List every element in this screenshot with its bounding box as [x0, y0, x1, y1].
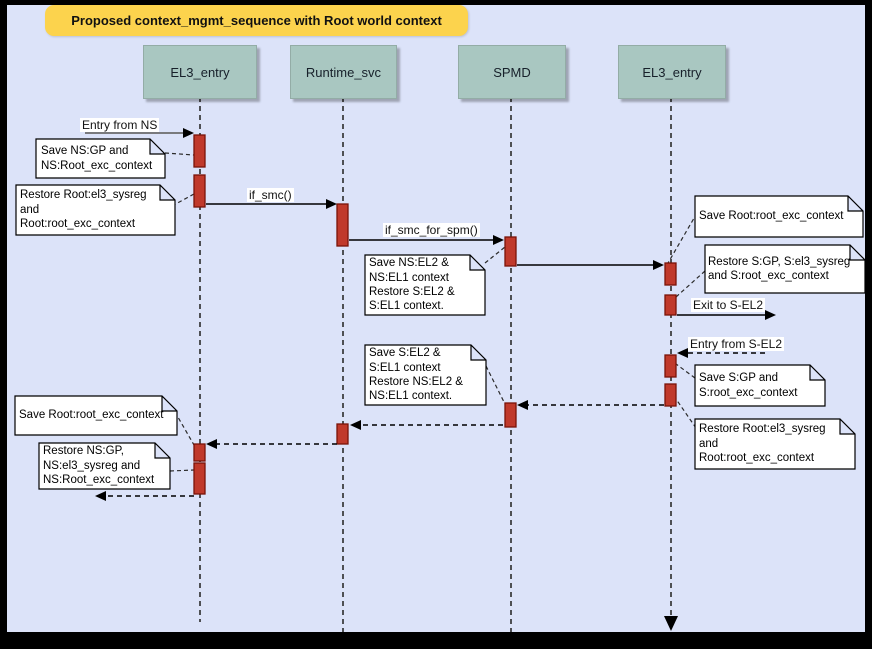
note-restore-ns-gp: Restore NS:GP, NS:el3_sysreg and NS:Root… — [43, 445, 155, 487]
actor-label: SPMD — [493, 64, 531, 80]
diagram-canvas — [7, 5, 865, 632]
note-restore-s-gp: Restore S:GP, S:el3_sysreg and S:root_ex… — [708, 255, 851, 282]
note-shape — [38, 442, 171, 490]
activation-bar — [664, 354, 677, 378]
arrowhead-icon — [517, 400, 528, 410]
arrowhead-icon — [183, 128, 194, 138]
message-label-exit-to-sel2: Exit to S-EL2 — [691, 298, 766, 312]
arrowhead-icon — [326, 199, 337, 209]
actor-label: EL3_entry — [642, 64, 702, 80]
arrowhead-icon — [493, 235, 504, 245]
arrowhead-icon — [677, 348, 688, 358]
activation-bars — [193, 134, 677, 495]
lifelines — [199, 97, 672, 632]
dashed-arrows — [106, 352, 765, 497]
diagram-title: Proposed context_mgmt_sequence with Root… — [45, 5, 468, 36]
solid-arrows — [85, 128, 776, 320]
activation-bar — [193, 174, 206, 208]
actor-spmd: SPMD — [458, 45, 566, 99]
note-save-root-exc-context-left: Save Root:root_exc_context — [19, 409, 164, 422]
activation-bar — [193, 134, 206, 168]
message-label-if-smc: if_smc() — [247, 188, 294, 202]
note-save-ns-gp: Save NS:GP and NS:Root_exc_context — [41, 145, 153, 172]
note-restore-root-el3-sysreg: Restore Root:el3_sysreg and Root:root_ex… — [20, 189, 147, 231]
note-shape — [364, 344, 487, 406]
note-shape — [694, 418, 856, 470]
arrowhead-icon — [350, 420, 361, 430]
activation-bar — [193, 443, 206, 462]
note-save-s-el2: Save S:EL2 & S:EL1 context Restore NS:EL… — [369, 347, 463, 403]
note-save-root-exc-context-right: Save Root:root_exc_context — [699, 210, 844, 223]
activation-bar — [193, 462, 206, 495]
note-shape — [694, 195, 864, 238]
actor-el3-entry-2: EL3_entry — [618, 45, 726, 99]
note-connectors — [164, 152, 706, 472]
message-label-entry-from-sel2: Entry from S-EL2 — [688, 337, 785, 351]
arrowhead-icon — [765, 310, 776, 320]
note-shapes — [14, 138, 866, 490]
activation-bar — [504, 402, 517, 428]
activation-bar — [336, 203, 349, 247]
actor-label: EL3_entry — [170, 64, 230, 80]
note-save-s-gp: Save S:GP and S:root_exc_context — [699, 372, 798, 399]
actor-el3-entry-1: EL3_entry — [143, 45, 257, 99]
activation-bar — [664, 262, 677, 286]
note-shape — [364, 254, 486, 316]
activation-bar — [504, 236, 517, 267]
actor-runtime-svc: Runtime_svc — [290, 45, 397, 99]
dashed-arrowheads — [95, 348, 688, 501]
note-restore-root-el3-sysreg-right: Restore Root:el3_sysreg and Root:root_ex… — [699, 423, 826, 465]
message-label-if-smc-for-spm: if_smc_for_spm() — [383, 223, 480, 237]
actor-label: Runtime_svc — [305, 64, 382, 80]
activation-bar — [664, 294, 677, 316]
note-shape — [14, 395, 178, 436]
arrowhead-icon — [653, 260, 664, 270]
activation-bar — [336, 423, 349, 445]
arrowhead-icon — [95, 491, 106, 501]
note-shape — [694, 364, 826, 407]
arrowhead-icon — [206, 439, 217, 449]
note-shape — [704, 244, 866, 294]
lifeline-end-arrow-icon — [664, 616, 678, 631]
note-shape — [15, 184, 176, 236]
activation-bar — [664, 383, 677, 407]
message-label-entry-from-ns: Entry from NS — [80, 118, 160, 132]
note-shape — [35, 138, 166, 179]
note-save-ns-el2: Save NS:EL2 & NS:EL1 context Restore S:E… — [369, 257, 455, 313]
